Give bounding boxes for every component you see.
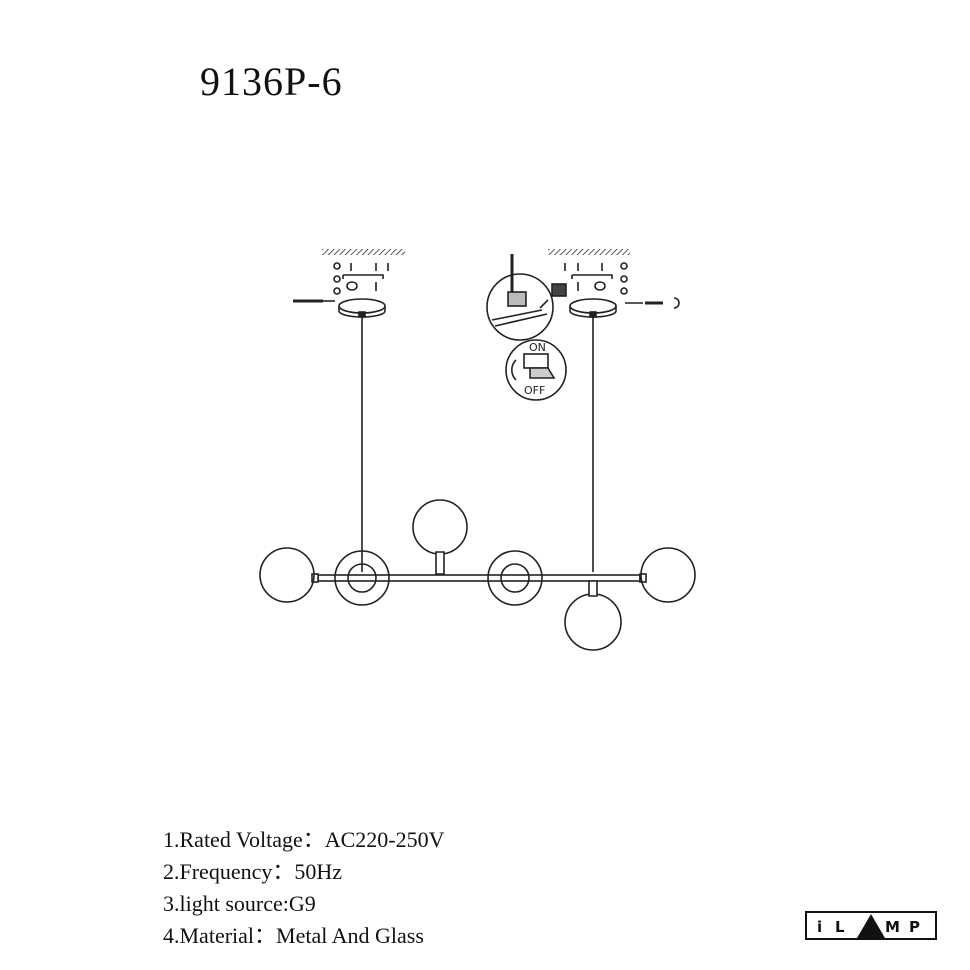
- svg-text:i: i: [817, 918, 822, 936]
- svg-text:P: P: [909, 918, 920, 936]
- switch-off-label: OFF: [524, 384, 545, 397]
- fixture-bar: [311, 573, 647, 583]
- spec-material: 4.Material：Metal And Glass: [163, 923, 424, 948]
- ring-holder: [487, 550, 543, 606]
- spec-voltage: 1.Rated Voltage：AC220-250V: [163, 827, 445, 852]
- glass-globe-top: [412, 499, 468, 575]
- ring-holder: [334, 550, 390, 606]
- logo-mark: [857, 914, 885, 938]
- power-switch-icon: ON OFF: [505, 339, 567, 401]
- svg-text:L: L: [835, 918, 845, 936]
- model-number: 9136P-6: [200, 59, 343, 104]
- wiring-detail-icon: [486, 254, 567, 341]
- spec-frequency: 2.Frequency：50Hz: [163, 859, 343, 884]
- switch-on-label: ON: [529, 341, 546, 354]
- svg-text:M: M: [885, 918, 900, 936]
- spec-light-source: 3.light source:G9: [163, 891, 316, 916]
- glass-globe: [640, 547, 696, 603]
- glass-globe: [259, 547, 315, 603]
- glass-globe-bottom: [564, 580, 622, 651]
- right-ceiling-mount: [548, 249, 680, 572]
- left-ceiling-mount: [293, 249, 405, 572]
- spec-list: 1.Rated Voltage：AC220-250V 2.Frequency：5…: [163, 824, 445, 952]
